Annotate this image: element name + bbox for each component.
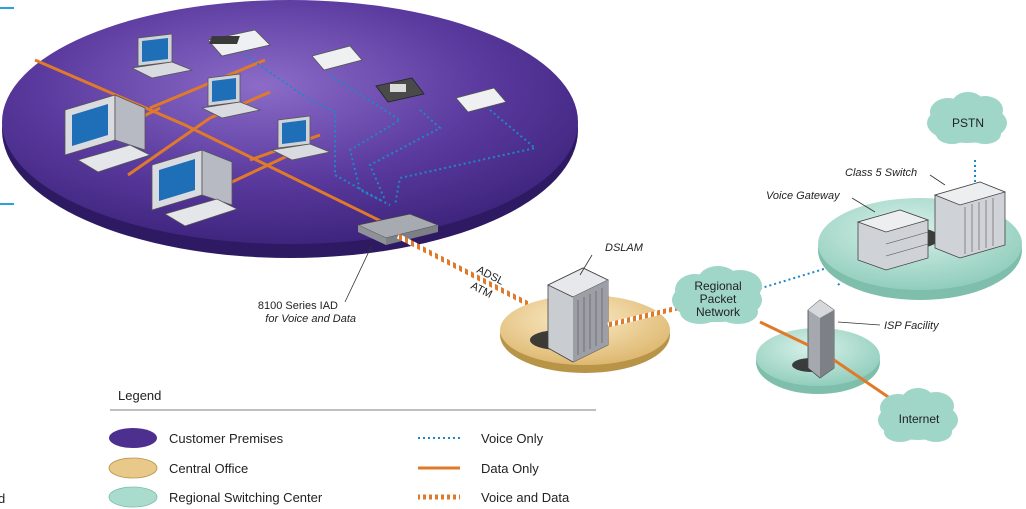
legend-item-voice-and-data: Voice and Data — [418, 490, 570, 505]
legend: Legend Customer Premises Central Office … — [108, 388, 596, 508]
laptop-icon — [270, 115, 332, 161]
laptop-icon — [200, 73, 262, 119]
legend-swatch-central-office — [108, 457, 158, 479]
legend-item-voice-only: Voice Only — [418, 431, 544, 446]
legend-label: Voice Only — [481, 431, 544, 446]
isp-facility-label: ISP Facility — [884, 320, 940, 332]
iad-device — [356, 213, 440, 245]
desktop-computer-icon — [151, 149, 239, 227]
regional-packet-network-cloud — [672, 266, 762, 324]
legend-label: Customer Premises — [169, 431, 284, 446]
dslam-rack — [547, 267, 609, 363]
regional-label-line2: Packet — [700, 292, 737, 306]
legend-swatch-customer-premises — [109, 428, 157, 448]
regional-label-line1: Regional — [694, 279, 741, 293]
legend-item-data-only: Data Only — [418, 461, 539, 476]
regional-label-line3: Network — [696, 305, 741, 319]
legend-item-central-office: Central Office — [108, 457, 248, 479]
legend-item-customer-premises: Customer Premises — [109, 428, 284, 448]
pstn-label: PSTN — [952, 116, 984, 130]
iad-label: 8100 Series IAD — [258, 300, 338, 312]
legend-title: Legend — [118, 388, 161, 403]
isp-server-tower — [807, 299, 835, 379]
desktop-computer-icon — [64, 94, 152, 173]
internet-label: Internet — [899, 412, 940, 426]
dslam-label: DSLAM — [605, 242, 644, 254]
legend-item-regional-switching-center: Regional Switching Center — [108, 486, 323, 508]
iad-sublabel: for Voice and Data — [265, 313, 356, 325]
legend-label: Data Only — [481, 461, 539, 476]
legend-label: Regional Switching Center — [169, 490, 323, 505]
class5-switch-label: Class 5 Switch — [845, 167, 917, 179]
pstn-cloud — [927, 92, 1007, 144]
legend-label: Voice and Data — [481, 490, 570, 505]
voice-gateway-label: Voice Gateway — [766, 190, 841, 202]
stray-letter: d — [0, 491, 5, 506]
legend-swatch-regional-switching — [108, 486, 158, 508]
leader-lines — [344, 174, 946, 326]
desk-phone-icon — [375, 77, 425, 103]
desk-phone-icon — [207, 29, 271, 57]
laptop-icon — [130, 33, 194, 79]
internet-cloud — [878, 388, 958, 442]
desk-phone-icon — [455, 87, 507, 113]
voice-gateway-device — [856, 209, 930, 271]
class5-switch-device — [933, 181, 1007, 259]
desk-phone-icon — [311, 45, 363, 71]
legend-label: Central Office — [169, 461, 248, 476]
